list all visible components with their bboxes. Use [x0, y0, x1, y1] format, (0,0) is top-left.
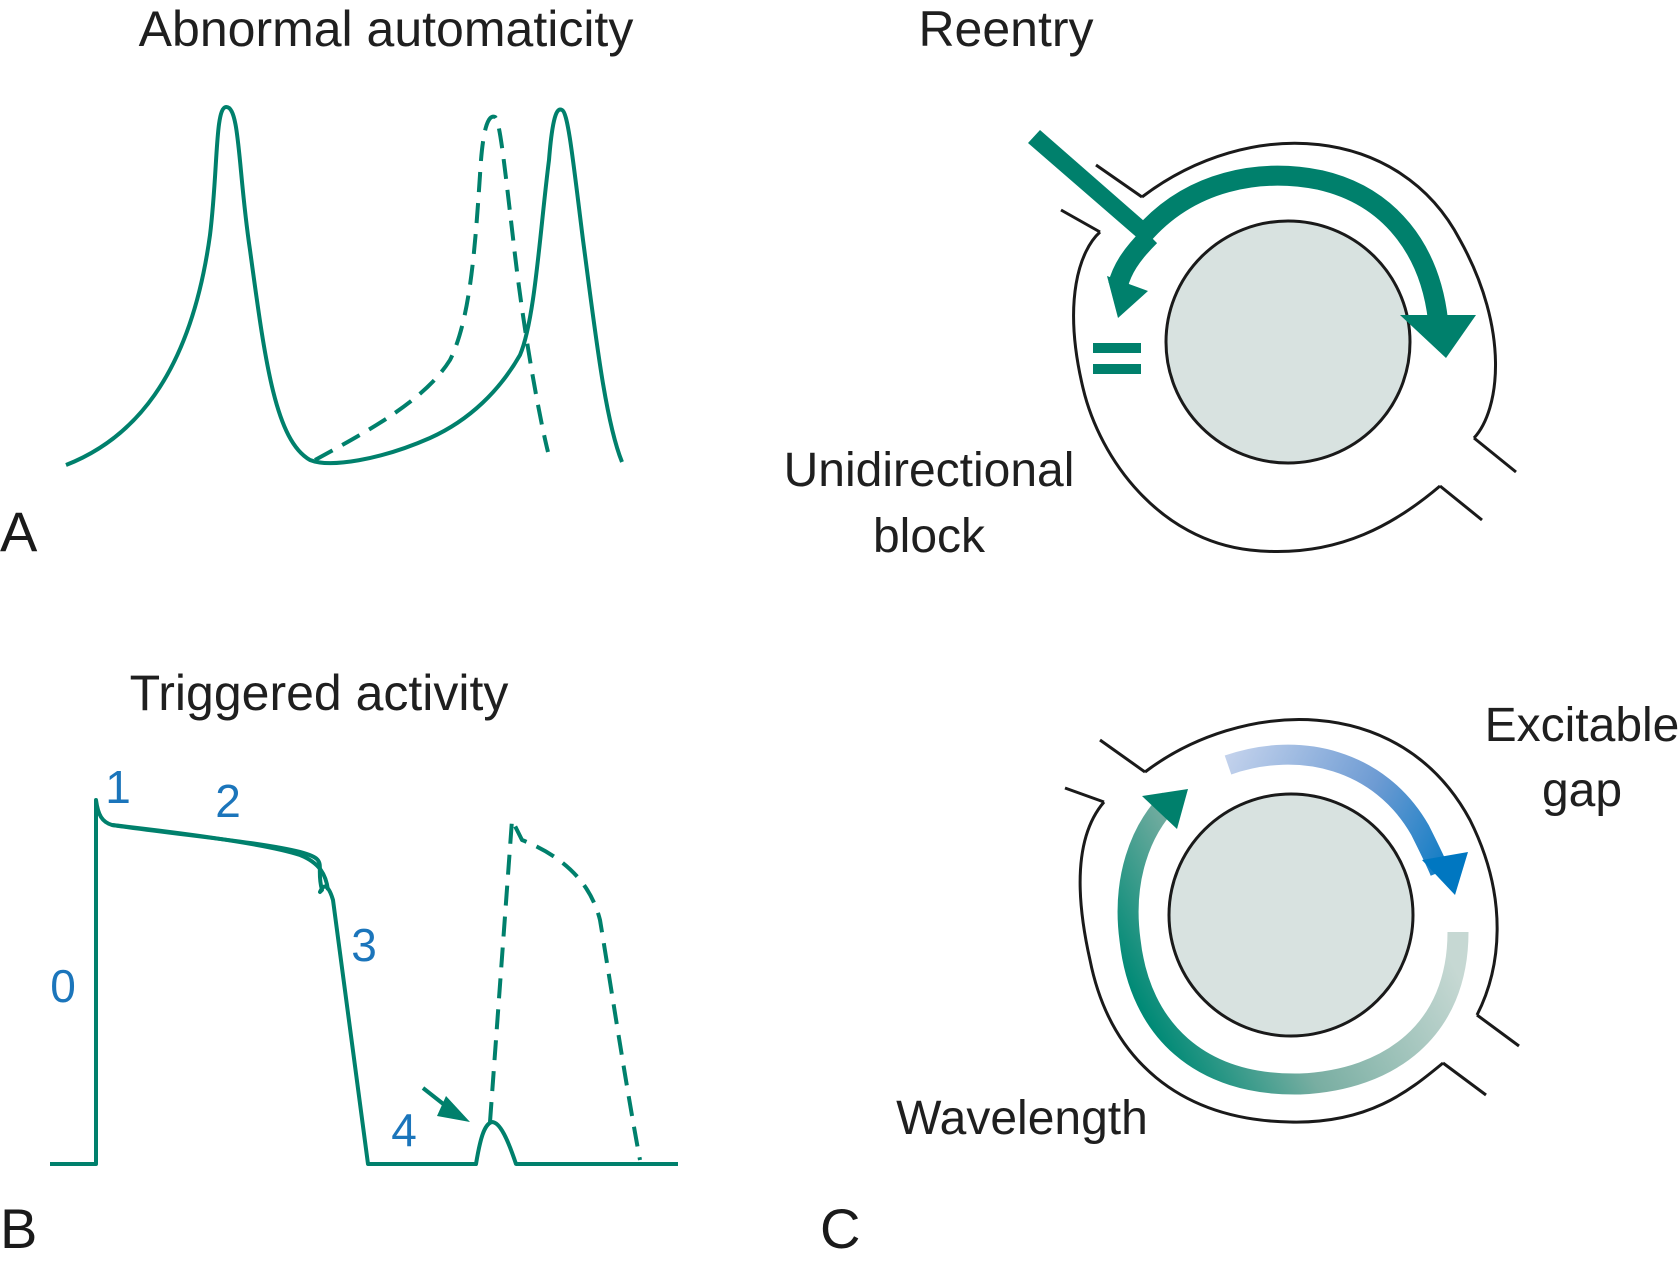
automaticity-solid-trace — [65, 105, 624, 467]
circuit-entry-wall-upper — [1099, 738, 1146, 774]
panel-a-letter: A — [0, 500, 38, 563]
circuit-exit-wall-lower — [1442, 1061, 1487, 1097]
panel-reentry: Reentry Unidirectional block — [784, 1, 1517, 563]
phase-3-label: 3 — [351, 919, 377, 971]
reentry-entry-wall-lower — [1060, 208, 1101, 234]
phase-2-label: 2 — [215, 775, 241, 827]
reentry-entry-wall-upper — [1095, 163, 1143, 199]
panel-b: Triggered activity 0 1 2 3 4 B — [0, 665, 678, 1260]
reentry-central-obstacle — [1164, 219, 1412, 465]
panel-c: Excitable gap Wavelength C — [820, 699, 1678, 1260]
reentry-clockwise-arrow — [1134, 165, 1448, 322]
excitable-gap-label-line1: Excitable — [1485, 699, 1678, 752]
triggered-beat-dashed-trace — [488, 818, 642, 1161]
unidirectional-block-bar-bottom — [1093, 364, 1141, 374]
reentry-exit-wall-upper — [1473, 436, 1517, 474]
reentry-title: Reentry — [918, 1, 1093, 57]
panel-b-title: Triggered activity — [130, 665, 509, 721]
excitable-gap-arrowhead — [1422, 852, 1468, 895]
reentry-blocked-arrow — [1108, 228, 1158, 288]
circuit-exit-wall-upper — [1476, 1013, 1520, 1048]
phase-1-label: 1 — [105, 761, 131, 813]
wavelength-arrow — [1117, 792, 1469, 1095]
panel-a-title: Abnormal automaticity — [139, 1, 634, 57]
reentry-outer-ring — [1072, 141, 1497, 553]
action-potential-solid-trace — [50, 798, 678, 1166]
phase-0-label: 0 — [50, 960, 76, 1012]
excitable-gap-arrow — [1224, 744, 1450, 876]
unidirectional-block-label-line1: Unidirectional — [784, 444, 1075, 497]
reentry-exit-wall-lower — [1439, 484, 1483, 522]
unidirectional-block-label-line2: block — [873, 510, 986, 563]
panel-c-letter: C — [820, 1197, 860, 1260]
unidirectional-block-bar-top — [1093, 343, 1141, 353]
excitable-gap-label-line2: gap — [1542, 764, 1622, 817]
afterdepolarization-arrowhead — [437, 1096, 470, 1122]
phase-4-label: 4 — [391, 1104, 417, 1156]
circuit-central-obstacle — [1167, 792, 1415, 1038]
action-potential-plateau — [111, 823, 330, 891]
reentry-entry-arrow — [1028, 130, 1152, 241]
circuit-entry-wall-lower — [1064, 786, 1105, 804]
wavelength-label: Wavelength — [896, 1092, 1148, 1145]
circuit-outer-ring — [1078, 718, 1499, 1124]
reentry-blocked-arrowhead — [1107, 276, 1148, 318]
automaticity-dashed-trace — [314, 114, 550, 462]
reentry-clockwise-arrowhead — [1400, 315, 1476, 358]
panel-b-letter: B — [0, 1197, 37, 1260]
panel-a: Abnormal automaticity A — [0, 1, 633, 563]
wavelength-arrowhead — [1142, 789, 1188, 829]
